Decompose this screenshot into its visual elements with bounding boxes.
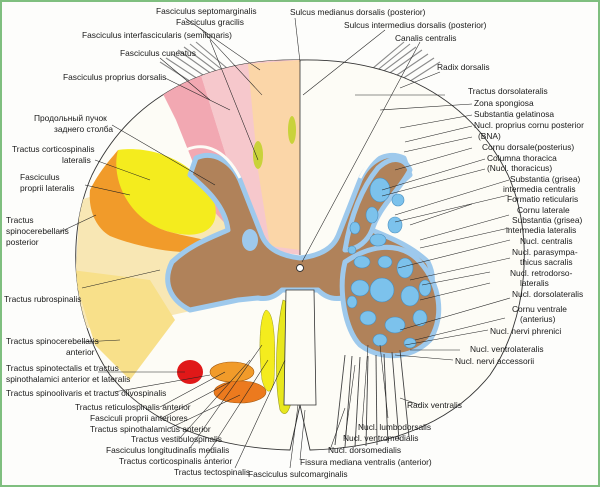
substantia-gelatinosa-right bbox=[358, 145, 423, 179]
label-formatio-reticularis: Formatio reticularis bbox=[507, 194, 578, 204]
leader-lines-left bbox=[59, 17, 441, 393]
label-cornu-laterale: Cornu laterale bbox=[517, 205, 570, 215]
label-nucl-retrodorso-1: Nucl. retrodorso- bbox=[510, 268, 573, 278]
label-nucl-dorsomedialis: Nucl. dorsomedialis bbox=[328, 445, 401, 455]
fissura-mediana-ventralis bbox=[283, 289, 317, 406]
label-tectospinalis: Tractus tectospinalis bbox=[174, 467, 250, 477]
label-spinocer-ant-2: anterior bbox=[66, 347, 95, 357]
label-nucl-retrodorso-2: lateralis bbox=[520, 278, 549, 288]
label-fasciculus-cuneatus: Fasciculus cuneatus bbox=[120, 48, 196, 58]
label-nucl-parasymp-1: Nucl. parasympa- bbox=[512, 247, 578, 257]
label-corticospinalis-lat-1: Tractus corticospinalis bbox=[12, 144, 95, 154]
label-subst-intermedia-l-1: Substantia (grisea) bbox=[512, 215, 583, 225]
tectospinal-tract bbox=[259, 309, 275, 392]
label-subst-intermedia-l-2: intermedia lateralis bbox=[506, 225, 576, 235]
label-fasciculus-proprius-dorsalis: Fasciculus proprius dorsalis bbox=[63, 72, 166, 82]
nuclei-right bbox=[346, 177, 432, 349]
posterior-horn-right bbox=[342, 157, 413, 253]
label-sulcomarginalis: Fasciculus sulcomarginalis bbox=[248, 469, 348, 479]
label-corticospinalis-ant: Tractus corticospinalis anterior bbox=[119, 456, 232, 466]
reticulospinal-tract bbox=[209, 361, 255, 383]
label-sulcus-medianus: Sulcus medianus dorsalis (posterior) bbox=[290, 7, 426, 17]
label-propr-lat-1: Fasciculus bbox=[20, 172, 60, 182]
interfascicular-fibre bbox=[253, 141, 263, 169]
label-subst-gelatinosa: Substantia gelatinosa bbox=[474, 109, 554, 119]
label-propr-lat-2: proprii lateralis bbox=[20, 183, 74, 193]
label-spinocer-post-3: posterior bbox=[6, 237, 39, 247]
label-spinothalamicus-ant: Tractus spinothalamicus anterior bbox=[90, 424, 211, 434]
label-fasciculus-gracilis: Fasciculus gracilis bbox=[176, 17, 244, 27]
label-nucl-proprius-1: Nucl. proprius cornu posterior bbox=[474, 120, 584, 130]
label-subst-intermedia-c-1: Substantia (grisea) bbox=[510, 174, 581, 184]
label-canalis-centralis: Canalis centralis bbox=[395, 33, 456, 43]
label-nucl-centralis: Nucl. centralis bbox=[520, 236, 573, 246]
label-fasciculus-interfascicularis: Fasciculus interfascicularis (semilunari… bbox=[82, 30, 232, 40]
label-spinocer-post-1: Tractus bbox=[6, 215, 34, 225]
label-vestibulospinalis: Tractus vestibulospinalis bbox=[131, 434, 222, 444]
label-cornu-ventrale-1: Cornu ventrale bbox=[512, 304, 567, 314]
label-zona-spongiosa: Zona spongiosa bbox=[474, 98, 534, 108]
label-fasciculus-septomarginalis: Fasciculus septomarginalis bbox=[156, 6, 257, 16]
label-nucl-ventromedialis: Nucl. ventromedialis bbox=[343, 433, 418, 443]
label-spinotectalis-1: Tractus spinotectalis et tractus bbox=[6, 363, 119, 373]
label-spinoolivaris: Tractus spinoolivaris et tractus olivosp… bbox=[6, 388, 166, 398]
leader-lines-right bbox=[355, 94, 511, 361]
canalis-centralis bbox=[296, 264, 304, 272]
label-rubrospinalis: Tractus rubrospinalis bbox=[4, 294, 81, 304]
anterior-horn-right bbox=[339, 244, 442, 359]
label-nucl-dorsolateralis: Nucl. dorsolateralis bbox=[512, 289, 583, 299]
label-columna-thoracica-2: (Nucl. thoracicus) bbox=[487, 163, 552, 173]
spinocerebellar-anterior-tract bbox=[75, 270, 175, 380]
label-sulcus-intermedius: Sulcus intermedius dorsalis (posterior) bbox=[344, 20, 487, 30]
label-radix-dorsalis: Radix dorsalis bbox=[437, 62, 490, 72]
label-reticulospinalis: Tractus reticulospinalis anterior bbox=[75, 402, 191, 412]
label-longitudinalis-med: Fasciculus longitudinalis medialis bbox=[106, 445, 229, 455]
spino-olivary-tract bbox=[177, 360, 203, 384]
label-nucl-phrenici: Nucl. nervi phrenici bbox=[490, 326, 561, 336]
label-cornu-dorsale: Cornu dorsale(posterius) bbox=[482, 142, 574, 152]
fasciculus-gracilis-region bbox=[248, 60, 300, 250]
label-corticospinalis-lat-2: lateralis bbox=[62, 155, 91, 165]
label-spinocer-ant-1: Tractus spinocerebellaris bbox=[6, 336, 99, 346]
label-spinocer-post-2: spinocerebellaris bbox=[6, 226, 69, 236]
label-nucl-lumbodorsalis: Nucl. lumbodorsalis bbox=[358, 422, 431, 432]
label-spinotectalis-2: spinothalamici anterior et lateralis bbox=[6, 374, 130, 384]
label-radix-ventralis: Radix ventralis bbox=[407, 400, 462, 410]
label-fissura-mediana: Fissura mediana ventralis (anterior) bbox=[300, 457, 432, 467]
label-nucl-proprius-2: (BNA) bbox=[478, 131, 501, 141]
label-dorsolateralis: Tractus dorsolateralis bbox=[468, 86, 548, 96]
label-prodolny-2: заднего столба bbox=[54, 124, 113, 134]
substantia-gelatinosa-left bbox=[177, 145, 242, 179]
septomarginal-fibre bbox=[288, 116, 296, 144]
label-fasciculi-proprii: Fasciculi proprii anteriores bbox=[90, 413, 188, 423]
label-prodolny-1: Продольный пучок bbox=[34, 113, 107, 123]
spinocerebellar-posterior-tract bbox=[89, 150, 212, 253]
label-nucl-parasymp-2: thicus sacralis bbox=[520, 257, 573, 267]
columna-thoracica-left bbox=[242, 229, 258, 251]
label-subst-intermedia-c-2: intermedia centralis bbox=[503, 184, 576, 194]
leader-lines-bottom bbox=[159, 344, 421, 469]
label-nucl-accessorii: Nucl. nervi accessorii bbox=[455, 356, 534, 366]
label-cornu-ventrale-2: (anterius) bbox=[520, 314, 556, 324]
spinothalamic-anterior-tract bbox=[213, 380, 267, 404]
label-nucl-ventrolateralis: Nucl. ventrolateralis bbox=[470, 344, 544, 354]
label-columna-thoracica-1: Columna thoracica bbox=[487, 153, 557, 163]
